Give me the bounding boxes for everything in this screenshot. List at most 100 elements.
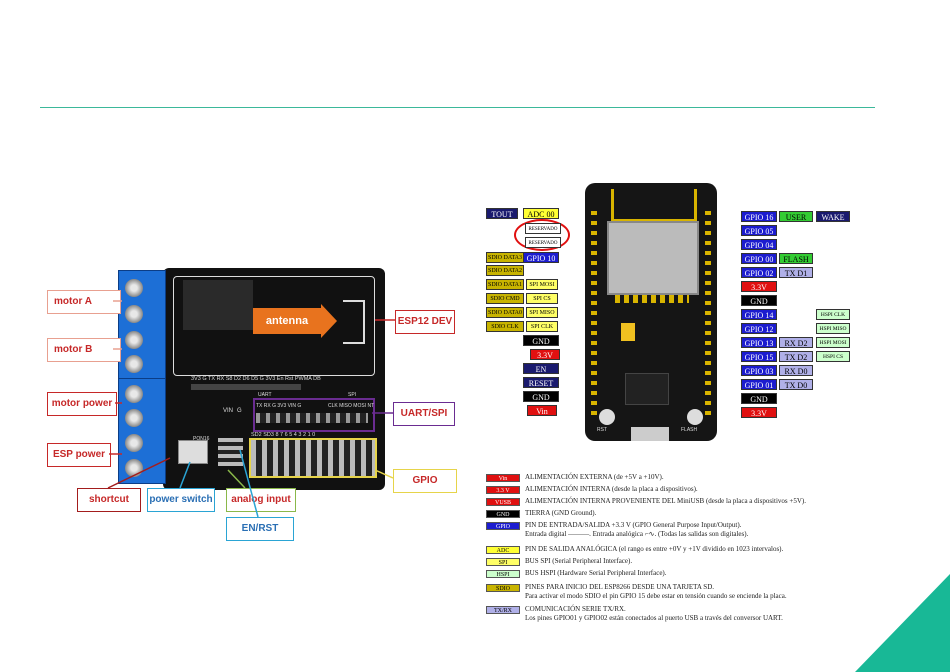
right-pin-13: GPIO 12	[741, 323, 777, 334]
label-esp12-dev: ESP12 DEV	[395, 310, 455, 334]
bottom-pin-labels: SD2 SD3 8 7 6 5 4 3 2 1 0	[251, 432, 316, 438]
analog-header	[218, 438, 243, 466]
flash-silk: FLASH	[681, 427, 698, 433]
right-pin-26: 3.3V	[741, 407, 777, 418]
legend-text: ALIMENTACIÓN INTERNA (desde la placa a d…	[525, 485, 698, 493]
right-pin-14: HSPI MISO	[816, 323, 850, 334]
legend-chip: GPIO	[486, 522, 520, 530]
legend-chip: ADC	[486, 546, 520, 554]
screw-terminal-icon	[125, 385, 143, 403]
right-pin-1: USER	[779, 211, 813, 222]
legend-text: ALIMENTACIÓN EXTERNA (de +5V a +10V).	[525, 473, 664, 481]
left-pin-13: SDIO CLK	[486, 321, 524, 332]
nodemcu-board: RST FLASH	[585, 183, 717, 441]
label-motor-power: motor power	[47, 392, 117, 416]
left-pin-18: RESET	[523, 377, 559, 388]
right-pin-20: HSPI CS	[816, 351, 850, 362]
legend-text: ALIMENTACIÓN INTERNA PROVENIENTE DEL Min…	[525, 497, 806, 505]
reserved-highlight-circle	[514, 219, 570, 251]
uart-pin-labels: TX RX G 3V3 VIN G	[256, 403, 302, 409]
legend-text-secondary: Entrada digital ———. Entrada analógica ⌐…	[525, 530, 749, 538]
arrow-head-icon	[321, 304, 337, 338]
legend-text: BUS SPI (Serial Peripheral Interface).	[525, 557, 633, 565]
label-gpio: GPIO	[393, 469, 457, 493]
left-pin-19: GND	[523, 391, 559, 402]
vin-silk: VIN	[223, 408, 234, 414]
left-pin-20: Vin	[527, 405, 557, 416]
left-pin-10: SPI CS	[526, 293, 558, 304]
left-pin-14: SPI CLK	[526, 321, 558, 332]
legend-text: COMUNICACIÓN SERIE TX/RX.	[525, 605, 626, 613]
left-pin-3: RESERVADO	[525, 237, 561, 248]
right-pin-12: HSPI CLK	[816, 309, 850, 320]
right-pin-21: GPIO 03	[741, 365, 777, 376]
screw-terminal-icon	[125, 409, 143, 427]
legend-chip: SDIO	[486, 584, 520, 592]
right-pin-18: GPIO 15	[741, 351, 777, 362]
label-en-rst: EN/RST	[226, 517, 294, 541]
right-pin-19: TX D2	[779, 351, 813, 362]
right-pin-17: HSPI MOSI	[816, 337, 850, 348]
legend-chip: GND	[486, 510, 520, 518]
right-pin-15: GPIO 13	[741, 337, 777, 348]
left-pin-4: SDIO DATA3	[486, 252, 524, 263]
micro-usb-port[interactable]	[631, 427, 669, 441]
right-pin-23: GPIO 01	[741, 379, 777, 390]
legend-text-secondary: Los pines GPIO01 y GPIO02 están conectad…	[525, 614, 783, 622]
usb-uart-chip	[625, 373, 669, 405]
antenna-trace-icon	[343, 300, 365, 344]
right-pin-3: GPIO 05	[741, 225, 777, 236]
spi-silk: SPI	[348, 392, 357, 398]
right-pin-10: GND	[741, 295, 777, 306]
right-pin-9: 3.3V	[741, 281, 777, 292]
esp-module-shield	[607, 221, 699, 295]
left-pin-0: TOUT	[486, 208, 518, 219]
label-motor-b: motor B	[47, 338, 121, 362]
shield-board: antenna 3V3 G TX RX S8 D2 D6 D5 G 3V3 En…	[163, 268, 385, 490]
left-pin-1: ADC 00	[523, 208, 559, 219]
spi-pin-labels: CLK MISO MOSI NT	[328, 403, 375, 409]
power-switch-part[interactable]	[178, 440, 208, 464]
right-pin-8: TX D1	[779, 267, 813, 278]
uart-spi-header	[256, 413, 368, 423]
left-header	[591, 207, 597, 415]
gpio-header	[249, 438, 377, 478]
label-power-switch: power switch	[147, 488, 215, 512]
label-motor-a: motor A	[47, 290, 121, 314]
pon-silk: PON16	[193, 436, 210, 442]
left-pin-2: RESERVADO	[525, 223, 561, 234]
label-shortcut: shortcut	[77, 488, 141, 512]
label-esp-power: ESP power	[47, 443, 111, 467]
right-header	[705, 207, 711, 415]
top-header	[191, 384, 301, 390]
legend-text: PINES PARA INICIO DEL ESP8266 DESDE UNA …	[525, 583, 715, 591]
antenna-arrow: antenna	[253, 308, 321, 334]
flash-button[interactable]	[687, 409, 703, 425]
legend-chip: SPI	[486, 558, 520, 566]
legend-text: PIN DE SALIDA ANALÓGICA (el rango es ent…	[525, 545, 784, 553]
right-pin-0: GPIO 16	[741, 211, 777, 222]
uart-spi-box	[253, 398, 375, 432]
uart-silk: UART	[258, 392, 272, 398]
module-outline	[173, 276, 375, 376]
legend-chip: Vin	[486, 474, 520, 482]
left-pin-7: SDIO DATA1	[486, 279, 524, 290]
right-pin-22: RX D0	[779, 365, 813, 376]
regulator-part	[621, 323, 635, 341]
top-pin-labels: 3V3 G TX RX S8 D2 D6 D5 G 3V3 En Rst PWM…	[191, 376, 321, 382]
power-terminal-block	[118, 378, 166, 484]
label-uart-spi: UART/SPI	[393, 402, 455, 426]
legend-text: PIN DE ENTRADA/SALIDA +3.3 V (GPIO Gener…	[525, 521, 742, 529]
right-pin-11: GPIO 14	[741, 309, 777, 320]
screw-terminal-icon	[125, 355, 143, 373]
corner-decoration	[855, 574, 950, 672]
right-pin-4: GPIO 04	[741, 239, 777, 250]
screw-terminal-icon	[125, 279, 143, 297]
right-pin-7: GPIO 02	[741, 267, 777, 278]
legend-text: BUS HSPI (Hardware Serial Peripheral Int…	[525, 569, 667, 577]
legend-chip: 3.3 V	[486, 486, 520, 494]
right-pin-25: GND	[741, 393, 777, 404]
rst-button[interactable]	[599, 409, 615, 425]
left-pin-8: SPI MOSI	[526, 279, 558, 290]
